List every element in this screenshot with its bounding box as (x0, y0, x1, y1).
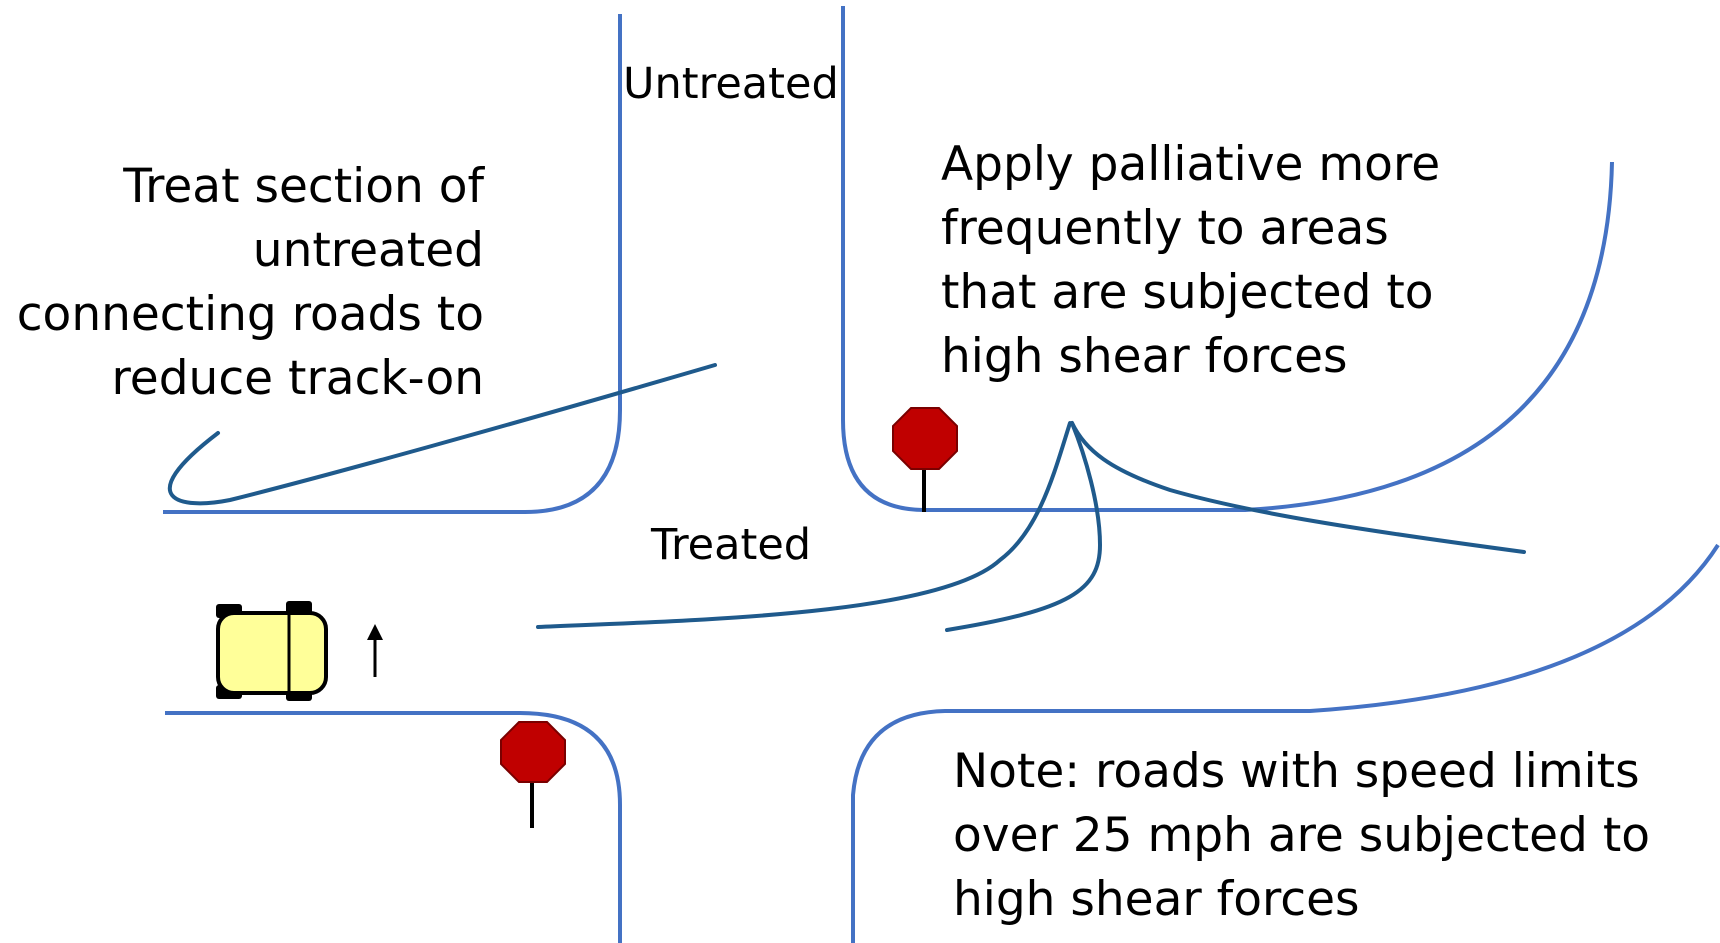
callout-shear-left (536, 421, 1072, 629)
stop-sign-icon (892, 407, 958, 470)
note-line: Note: roads with speed limits (953, 744, 1640, 799)
callout-shear-right (1070, 421, 1526, 554)
note-apply-palliative: Apply palliative more frequently to area… (941, 133, 1440, 389)
road-edge-lower-left (165, 711, 622, 943)
untreated-label: Untreated (623, 59, 839, 109)
note-speed-limits: Note: roads with speed limits over 25 mp… (953, 740, 1650, 932)
road-edges (163, 6, 1720, 943)
up-arrow-icon (367, 624, 383, 677)
car-top-view-icon (216, 601, 328, 701)
note-treat-section: Treat section of untreated connecting ro… (0, 155, 484, 411)
road-edge-lower-right (851, 543, 1720, 943)
note-line: over 25 mph are subjected to (953, 808, 1651, 863)
note-line: high shear forces (941, 329, 1348, 384)
note-line: frequently to areas (941, 201, 1389, 256)
callout-shear-middle (945, 421, 1103, 632)
treated-label: Treated (651, 520, 812, 570)
stop-sign-lower (500, 721, 566, 828)
note-line: high shear forces (953, 872, 1360, 927)
note-line: Treat section of (123, 159, 484, 214)
stop-sign-icon (500, 721, 566, 783)
note-line: connecting roads to (16, 287, 484, 342)
stop-sign-upper (892, 407, 958, 512)
road-edge-upper-left (163, 14, 622, 514)
callout-treat-section (167, 363, 717, 506)
note-line: that are subjected to (941, 265, 1434, 320)
callout-lines (167, 363, 1526, 632)
note-line: untreated (252, 223, 484, 278)
note-line: Apply palliative more (941, 137, 1441, 192)
note-line: reduce track-on (111, 351, 484, 406)
road-edge-upper-right (841, 6, 1614, 512)
